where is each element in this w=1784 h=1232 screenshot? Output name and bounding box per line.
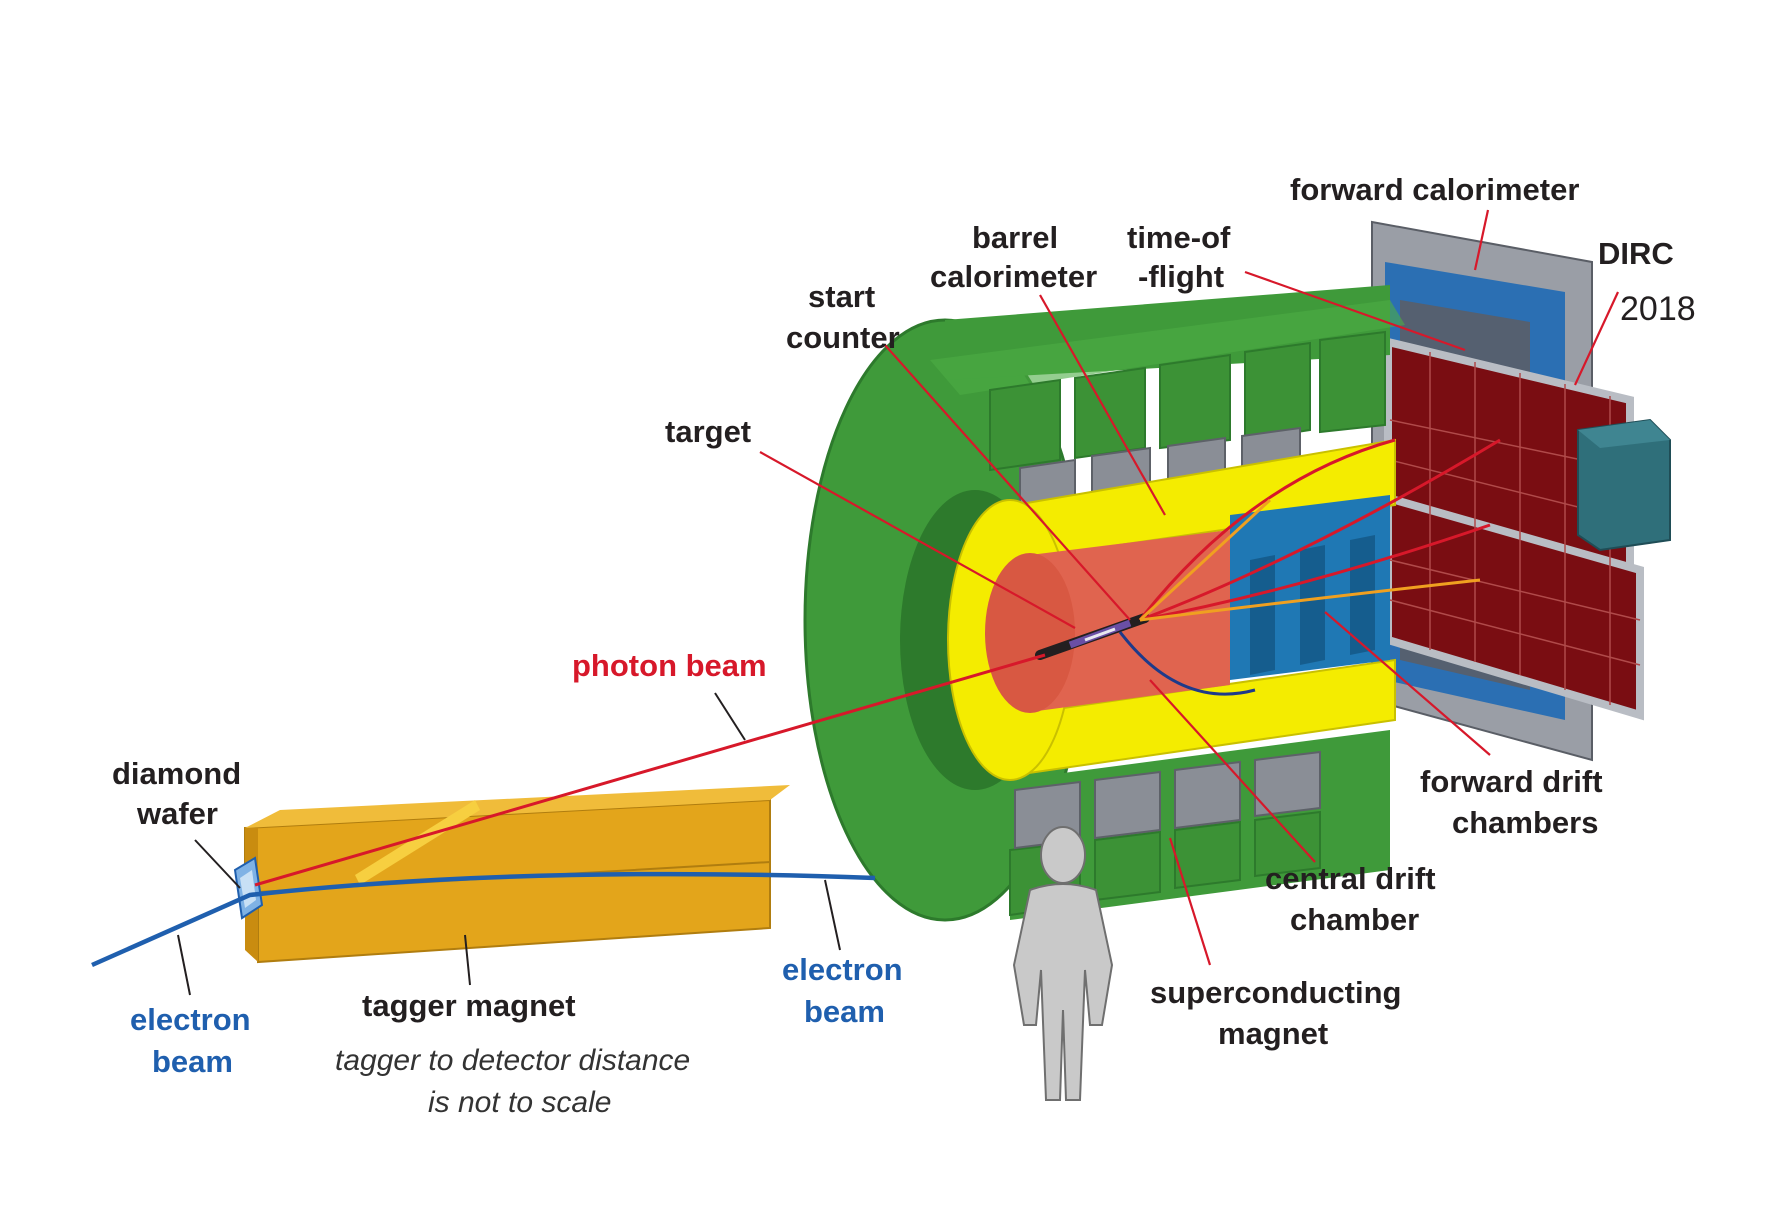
label-forward-drift-chambers-line2: chambers [1452, 805, 1598, 840]
label-diamond-wafer-line2: wafer [136, 796, 218, 831]
label-forward-drift-chambers-line1: forward drift [1420, 764, 1603, 799]
leader-lines [177, 209, 1619, 996]
target-assembly [1035, 613, 1150, 660]
label-forward-calorimeter: forward calorimeter [1290, 172, 1579, 207]
label-tagger-note-line2: is not to scale [428, 1086, 611, 1119]
label-superconducting-magnet-line2: magnet [1218, 1016, 1328, 1051]
label-time-of-flight-line2: -flight [1138, 259, 1224, 294]
label-time-of-flight-line1: time-of [1127, 220, 1231, 255]
label-start-counter-line2: counter [786, 320, 900, 355]
label-barrel-calorimeter-line2: calorimeter [930, 259, 1097, 294]
label-electron-beam-left-line1: electron [130, 1002, 251, 1037]
label-central-drift-chamber-line2: chamber [1290, 902, 1419, 937]
dirc-box [1577, 418, 1671, 552]
label-dirc-year: 2018 [1620, 290, 1696, 328]
central-drift-chamber [985, 530, 1230, 713]
tagger-magnet [244, 785, 790, 964]
label-start-counter-line1: start [808, 279, 875, 314]
particle-tracks [1118, 438, 1501, 696]
label-dirc: DIRC [1598, 236, 1674, 271]
forward-drift-chamber-panels [1384, 336, 1644, 721]
label-diamond-wafer-line1: diamond [112, 756, 241, 791]
beams [91, 653, 1046, 968]
electron-beam-line [91, 871, 876, 968]
label-electron-beam-right-line2: beam [804, 994, 885, 1029]
label-tagger-note-line1: tagger to detector distance [335, 1044, 690, 1077]
label-superconducting-magnet-line1: superconducting [1150, 975, 1401, 1010]
label-central-drift-chamber-line1: central drift [1265, 861, 1436, 896]
forward-drift-chamber-frame [1230, 495, 1390, 680]
label-tagger-magnet: tagger magnet [362, 988, 576, 1023]
label-photon-beam: photon beam [572, 648, 767, 683]
person-silhouette [1012, 826, 1114, 1101]
label-target: target [665, 414, 751, 449]
label-electron-beam-left-line2: beam [152, 1044, 233, 1079]
labels: forward calorimeter DIRC 2018 barrel cal… [112, 172, 1696, 1119]
label-electron-beam-right-line1: electron [782, 952, 903, 987]
label-barrel-calorimeter-line1: barrel [972, 220, 1058, 255]
photon-beam-line [254, 653, 1046, 887]
